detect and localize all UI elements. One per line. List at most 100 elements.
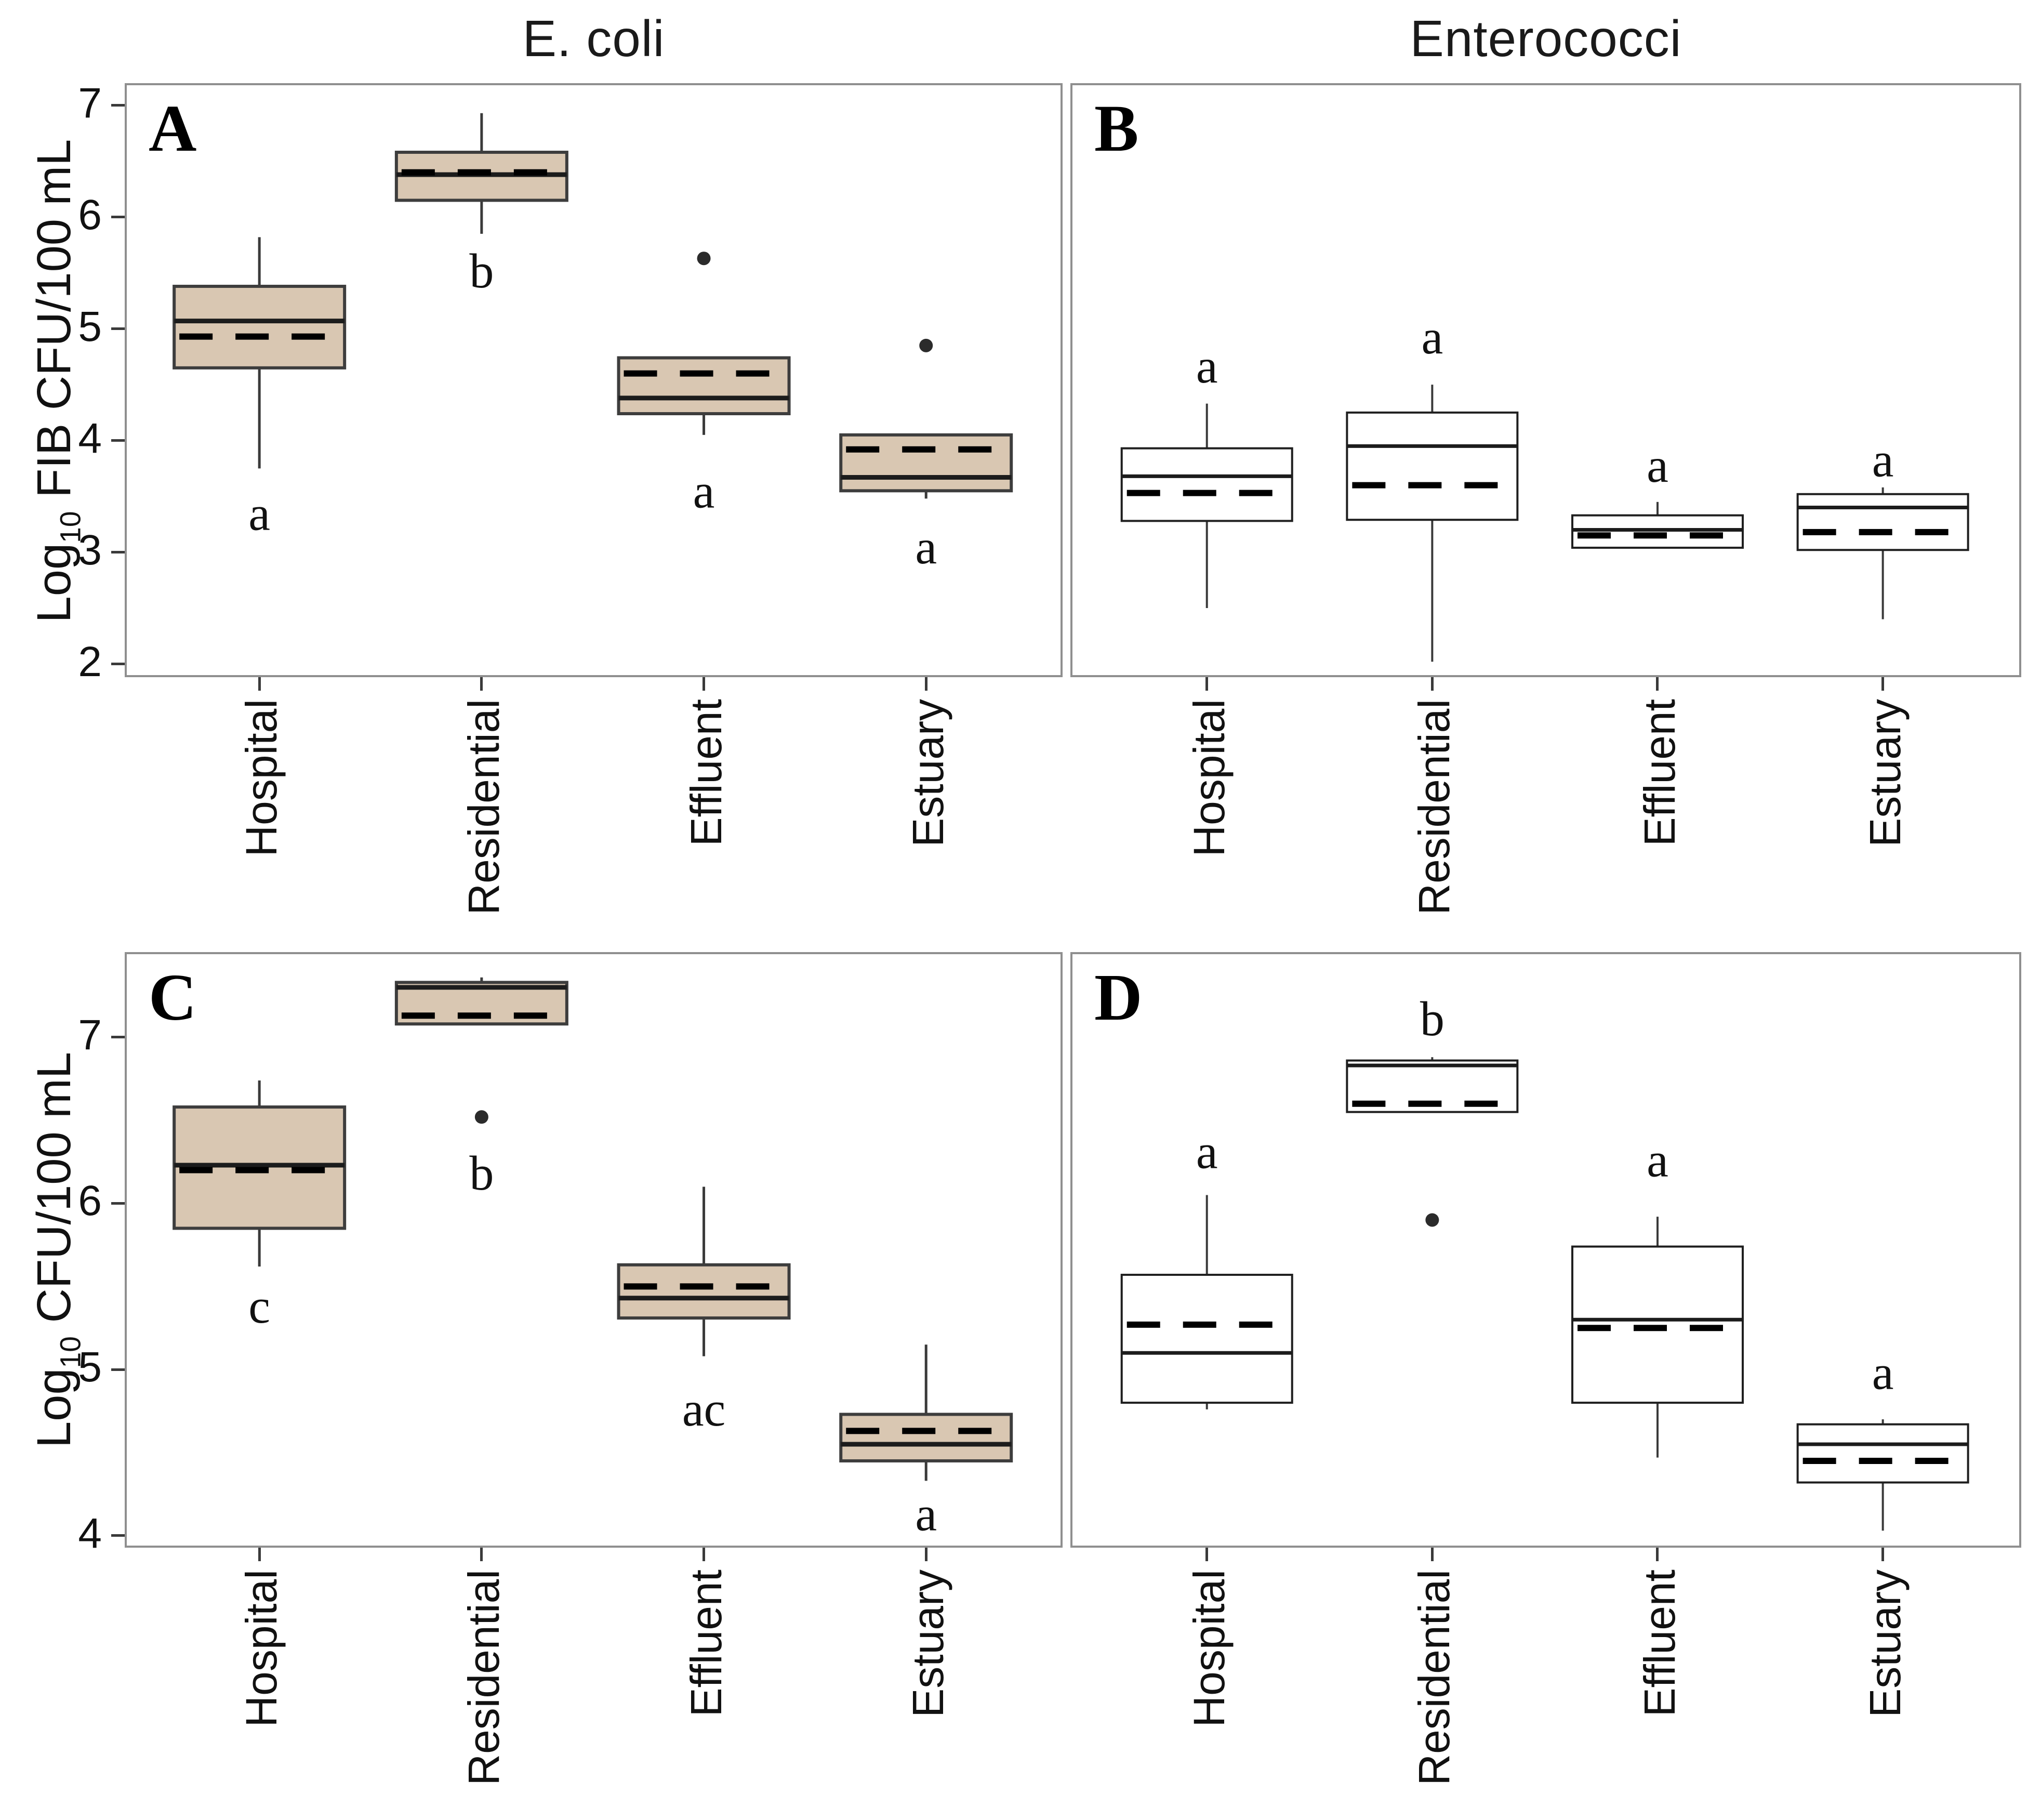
x-tick-mark <box>1656 677 1659 691</box>
x-tick-mark <box>924 677 927 691</box>
x-tick-mark <box>703 677 706 691</box>
significance-letter: c <box>248 1280 270 1334</box>
iqr-box <box>1571 1245 1744 1404</box>
panel-B-plot: a a a a <box>1120 310 1969 662</box>
panel-D: a b a a D <box>1070 952 2021 1548</box>
y-tick-mark <box>111 104 125 107</box>
significance-letter: a <box>248 487 270 541</box>
panel-letter-D: D <box>1094 960 1143 1034</box>
x-category-label: Estuary <box>1860 1570 1910 1718</box>
boxplot-effluent: ac <box>617 1186 791 1436</box>
significance-letter: a <box>1872 433 1894 487</box>
x-category-label: Hospital <box>1184 1570 1234 1727</box>
x-tick-mark <box>1656 1548 1659 1561</box>
y-tick-mark <box>111 1036 125 1039</box>
x-tick-mark <box>258 1548 261 1561</box>
y-tick-mark <box>111 1368 125 1371</box>
iqr-box <box>617 356 791 415</box>
panel-C: c b ac a C <box>125 952 1063 1548</box>
panel-B: a a a a B <box>1070 83 2021 677</box>
boxplot-estuary: a <box>839 338 1013 574</box>
y-tick-label: 6 <box>78 191 102 239</box>
iqr-box <box>839 1413 1013 1462</box>
boxplot-effluent: a <box>1571 1133 1744 1458</box>
iqr-box <box>1120 1273 1293 1404</box>
boxplot-estuary: a <box>1796 433 1969 619</box>
y-tick-mark <box>111 551 125 554</box>
panel-D-plot: a b a a <box>1120 992 1969 1531</box>
y-tick-mark <box>111 663 125 665</box>
significance-letter: a <box>1647 439 1668 493</box>
iqr-box <box>1346 411 1519 521</box>
x-category-label: Residential <box>1410 1570 1459 1786</box>
y-tick-label: 4 <box>78 1510 102 1558</box>
x-category-label: Estuary <box>904 699 953 847</box>
x-tick-mark <box>1430 1548 1434 1561</box>
y-tick-mark <box>111 439 125 442</box>
x-tick-mark <box>1205 677 1209 691</box>
y-tick-label: 2 <box>78 638 102 685</box>
significance-letter: b <box>1420 992 1444 1046</box>
significance-letter: a <box>693 465 715 519</box>
boxplot-estuary: a <box>839 1344 1013 1541</box>
x-tick-mark <box>480 1548 483 1561</box>
x-category-label: Effluent <box>681 1570 731 1717</box>
significance-letter: a <box>915 520 937 574</box>
panel-letter-B: B <box>1094 91 1139 165</box>
outlier-point <box>919 338 933 352</box>
outlier-point <box>697 252 711 266</box>
panel-letter-C: C <box>149 960 197 1034</box>
y-tick-label: 7 <box>78 1011 102 1059</box>
significance-letter: a <box>1196 339 1218 393</box>
outlier-point <box>474 1110 488 1124</box>
x-tick-mark <box>924 1548 927 1561</box>
y-tick-mark <box>111 1534 125 1537</box>
x-category-label: Estuary <box>1860 699 1910 847</box>
iqr-box <box>1120 447 1293 522</box>
x-category-label: Residential <box>459 1570 508 1786</box>
y-tick-label: 6 <box>78 1177 102 1225</box>
y-tick-mark <box>111 216 125 219</box>
column-title-ecoli: E. coli <box>522 10 665 67</box>
boxplot-hospital: a <box>1120 1125 1293 1409</box>
significance-letter: a <box>1196 1125 1218 1179</box>
boxplot-hospital: a <box>173 237 347 541</box>
iqr-box <box>839 433 1013 493</box>
outlier-point <box>1425 1213 1439 1227</box>
boxplot-residential: b <box>394 977 568 1201</box>
x-tick-mark <box>1881 677 1885 691</box>
y-tick-mark <box>111 1202 125 1205</box>
boxplot-effluent: a <box>617 252 791 519</box>
x-category-label: Residential <box>459 699 508 915</box>
significance-letter: ac <box>682 1382 725 1436</box>
panel-C-plot: c b ac a <box>173 977 1013 1541</box>
x-category-label: Estuary <box>904 1570 953 1718</box>
iqr-box <box>1796 1423 1969 1484</box>
boxplot-effluent: a <box>1571 439 1744 549</box>
significance-letter: a <box>1421 310 1443 364</box>
boxplot-estuary: a <box>1796 1346 1969 1531</box>
iqr-box <box>1796 493 1969 551</box>
significance-letter: b <box>469 1146 494 1201</box>
iqr-box <box>617 1263 791 1320</box>
boxplot-hospital: c <box>173 1080 347 1334</box>
x-tick-mark <box>1205 1548 1209 1561</box>
x-tick-mark <box>1881 1548 1885 1561</box>
panel-A-plot: a b a a <box>173 113 1013 574</box>
iqr-box <box>173 284 347 370</box>
y-tick-label: 7 <box>78 79 102 127</box>
significance-letter: a <box>1647 1133 1668 1188</box>
x-tick-mark <box>1430 677 1434 691</box>
boxplot-residential: b <box>394 113 568 298</box>
x-category-label: Hospital <box>237 699 286 857</box>
y-tick-label: 4 <box>78 414 102 462</box>
column-title-enterococci: Enterococci <box>1410 10 1682 67</box>
x-tick-mark <box>703 1548 706 1561</box>
boxplot-hospital: a <box>1120 339 1293 609</box>
boxplot-residential: b <box>1346 992 1519 1227</box>
x-category-label: Hospital <box>237 1570 286 1727</box>
x-category-label: Effluent <box>681 699 731 847</box>
significance-letter: a <box>1872 1346 1894 1400</box>
